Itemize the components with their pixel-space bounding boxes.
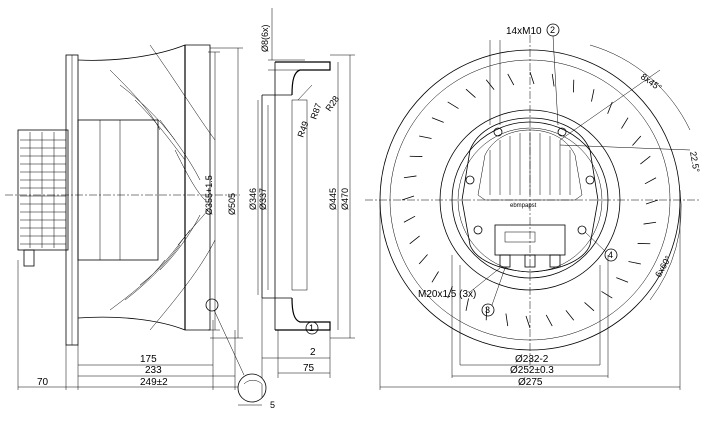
brand-label: ebmpapst [510,203,537,209]
dim-249: 249±2 [140,377,168,388]
side-view: Ø355+1.5 Ø505 5 175 233 249±2 70 [5,44,275,410]
dim-75: 75 [303,363,315,374]
section-ring-top [275,61,331,96]
blade-slots [401,71,659,329]
front-view: ebmpapst 14xM10 2 8x45° 22.5° 6x60° [365,23,702,390]
callout-4: 4 [608,250,613,260]
dim-dia505: Ø505 [227,193,237,215]
dim-dia252: Ø252±0.3 [510,365,554,376]
dim-5: 5 [270,400,275,410]
impeller-outline [77,44,211,331]
dim-dia337: Ø337 [258,188,268,210]
dim-dia470: Ø470 [340,188,350,210]
callout-3: 3 [485,305,490,315]
motor-housing [17,129,69,251]
impeller-blades [109,69,209,311]
angle-22-5: 22.5° [688,151,702,174]
rotor-hub [77,119,159,261]
dim-175: 175 [140,354,157,365]
dim-dia232: Ø232-2 [515,354,549,365]
callout-2: 2 [550,25,555,35]
dim-r28: R28 [323,94,341,113]
motor-electronics: ebmpapst [461,117,599,273]
callout-1-circle [305,321,319,335]
dim-r87: R87 [308,102,323,121]
angle-6x60: 6x60° [653,254,673,279]
dim-dia8: Ø8(6x) [260,24,270,52]
callout-1: 1 [309,323,314,333]
dim-dia355: Ø355+1.5 [204,175,214,215]
cooling-fins [20,132,66,248]
inlet-nozzle-lip [205,298,219,312]
dim-70: 70 [37,377,49,388]
cable-gland [23,249,35,267]
dim-dia275: Ø275 [518,377,543,388]
section-view: Ø8(6x) Ø346 Ø337 Ø445 Ø470 R49 R87 R28 1 [248,8,355,378]
dim-233: 233 [145,365,162,376]
section-ring-bottom [275,297,331,331]
dim-r49: R49 [295,120,310,139]
dim-dia445: Ø445 [328,188,338,210]
dim-dia346: Ø346 [248,188,258,210]
bolts-label: 14xM10 [506,26,542,37]
dim-2: 2 [310,347,316,358]
cable-gland-label: M20x1.5 (3x) [418,289,476,300]
detail-circle [237,373,267,403]
